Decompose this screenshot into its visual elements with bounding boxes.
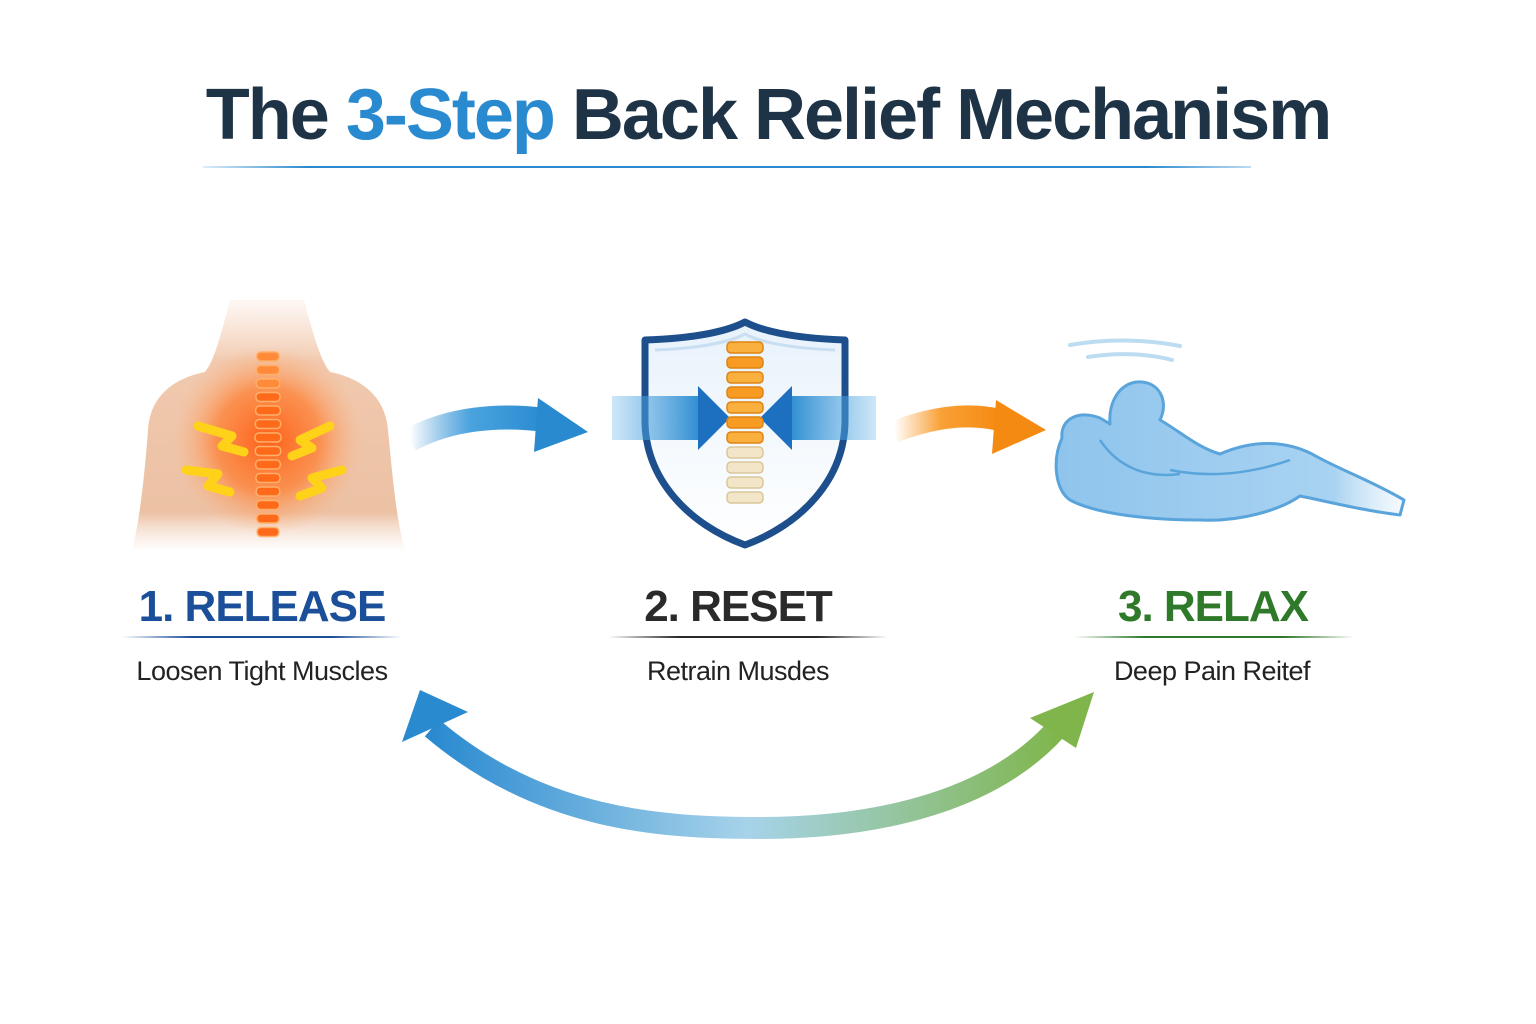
- step-2-subtitle: Retrain Musdes: [646, 656, 830, 686]
- vertebra: [726, 386, 764, 399]
- step-1-underline: [122, 636, 402, 638]
- spine-shield-icon: [612, 318, 876, 549]
- step-3-underline: [1074, 636, 1354, 638]
- vertebra: [255, 378, 281, 389]
- page-title: The 3-Step Back Relief Mechanism: [0, 74, 1536, 156]
- step-1-label: 1. RELEASE: [138, 582, 387, 631]
- title-underline: [203, 166, 1251, 168]
- vertebra: [726, 431, 764, 444]
- back-pain-torso-icon: [132, 300, 405, 550]
- vertebra: [255, 486, 281, 497]
- vertebra: [255, 364, 281, 376]
- vertebra: [256, 351, 280, 362]
- vertebra: [255, 391, 281, 403]
- spine-column: [726, 341, 764, 504]
- step-2-label: 2. RESET: [644, 582, 833, 631]
- reclining-person-icon: [1054, 338, 1406, 522]
- vertebra: [726, 341, 764, 354]
- step-3-label: 3. RELAX: [1117, 582, 1309, 631]
- vertebra: [256, 526, 280, 538]
- title-suffix: Back Relief Mechanism: [571, 75, 1332, 155]
- title-accent: 3-Step: [345, 75, 556, 155]
- vertebra: [726, 476, 764, 489]
- cycle-arrow-icon: [402, 690, 1094, 840]
- step-1-subtitle: Loosen Tight Muscles: [136, 656, 388, 686]
- step-3-subtitle: Deep Pain Reitef: [1113, 656, 1311, 686]
- vertebra: [255, 472, 281, 484]
- vertebra: [726, 416, 764, 429]
- vertebra: [254, 418, 282, 430]
- vertebra: [726, 371, 764, 384]
- title-prefix: The: [205, 75, 330, 155]
- vertebra: [254, 405, 282, 416]
- arrow-right-icon: [890, 400, 1046, 454]
- arrow-right-icon: [404, 398, 588, 452]
- vertebra: [256, 513, 280, 524]
- vertebra: [726, 356, 764, 369]
- vertebra: [726, 461, 764, 474]
- vertebra: [726, 491, 764, 504]
- step-2-underline: [608, 636, 888, 638]
- vertebra: [254, 432, 282, 443]
- vertebra: [254, 445, 282, 457]
- vertebra: [254, 459, 282, 470]
- vertebra: [726, 401, 764, 414]
- vertebra: [255, 499, 281, 511]
- vertebra: [726, 446, 764, 459]
- spine-vertebrae: [254, 351, 282, 538]
